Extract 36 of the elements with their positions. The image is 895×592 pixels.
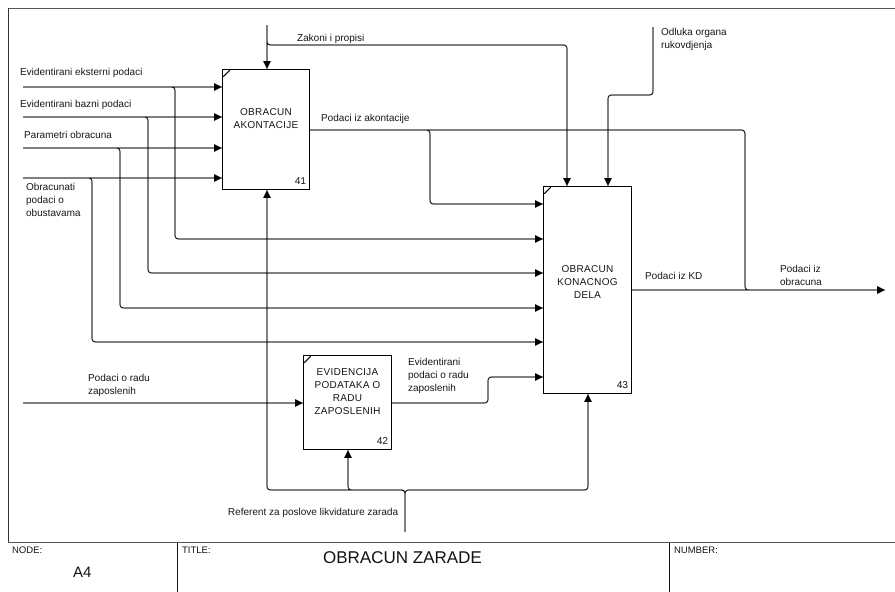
arrow-label: Podaci iz KD: [645, 270, 704, 283]
arrow: [22, 178, 544, 346]
arrow-label: Zakoni i propisi: [297, 32, 366, 45]
arrow: [22, 148, 544, 312]
arrow: [604, 26, 654, 186]
arrow: [632, 286, 886, 294]
field-caption: NUMBER:: [674, 545, 718, 556]
node-number: A4: [73, 564, 92, 581]
arrow-label: Evidentirani eksterni podaci: [20, 66, 144, 79]
activity-box: [222, 69, 310, 190]
arrow-label: Evidentirani podaci o radu zaposlenih: [408, 356, 470, 395]
diagram-title: OBRACUN ZARADE: [323, 548, 482, 568]
activity-number: 41: [294, 176, 306, 187]
arrow: [392, 373, 544, 404]
activity-number: 42: [376, 436, 388, 447]
activity-number: 43: [616, 380, 628, 391]
arrow: [404, 394, 592, 532]
arrow: [266, 24, 571, 186]
activity-name: EVIDENCIJA PODATAKA O RADU ZAPOSLENIH: [313, 366, 382, 418]
field-caption: NODE:: [12, 545, 42, 556]
arrow-label: Parametri obracuna: [24, 129, 113, 142]
arrow-label: Evidentirani bazni podaci: [20, 98, 132, 111]
arrow: [22, 86, 544, 243]
arrow: [22, 399, 304, 407]
activity-box: [303, 355, 392, 450]
arrow-label: Podaci o radu zaposlenih: [88, 372, 151, 398]
arrow-label: Obracunati podaci o obustavama: [26, 181, 82, 220]
field-caption: TITLE:: [182, 545, 211, 556]
arrow-label: Referent za poslove likvidature zarada: [226, 506, 398, 519]
arrow: [22, 116, 544, 277]
activity-name: OBRACUN KONACNOG DELA: [556, 263, 619, 302]
activity-box: [543, 186, 632, 394]
activity-name: OBRACUN AKONTACIJE: [232, 106, 300, 132]
arrow-label: Odluka organa rukovdjenja: [661, 26, 728, 52]
arrow-label: Podaci iz obracuna: [780, 263, 823, 289]
arrow-label: Podaci iz akontacije: [321, 112, 410, 125]
